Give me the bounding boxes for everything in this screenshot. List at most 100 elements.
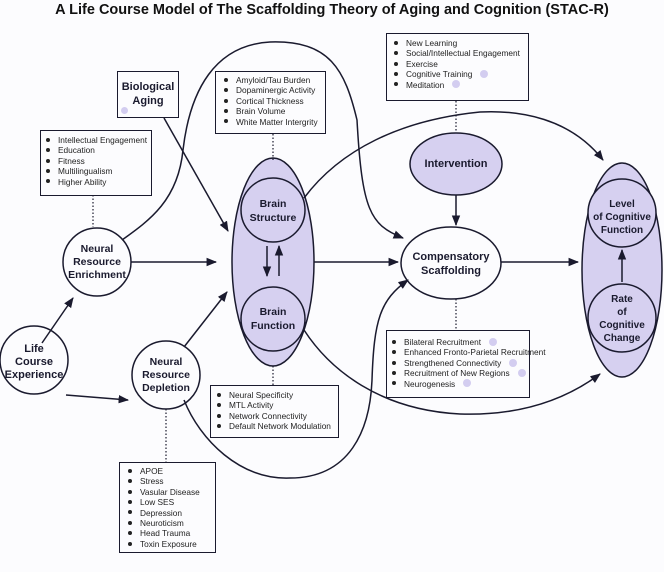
marker-dot-icon bbox=[509, 358, 518, 367]
list-item-text: Dopaminergic Activity bbox=[236, 85, 316, 96]
list-item-text: Strengthened Connectivity bbox=[404, 357, 502, 368]
bullet-icon bbox=[46, 158, 50, 163]
list-item-text: Network Connectivity bbox=[229, 410, 307, 421]
marker-dot-icon bbox=[452, 80, 461, 89]
list-item-text: APOE bbox=[140, 466, 164, 476]
list-item: Toxin Exposure bbox=[128, 539, 211, 549]
node-label: Depletion bbox=[142, 382, 190, 394]
bullet-icon bbox=[46, 169, 50, 174]
brain-function-circle bbox=[240, 286, 306, 352]
bullet-icon bbox=[392, 350, 396, 355]
bullet-icon bbox=[224, 77, 228, 82]
list-item: Intellectual Engagement bbox=[46, 135, 147, 145]
list-item: Cortical Thickness bbox=[224, 96, 321, 106]
bullet-icon bbox=[394, 72, 398, 77]
marker-dot-icon bbox=[463, 379, 472, 388]
list-item: Stress bbox=[128, 476, 211, 486]
node-label: Intervention bbox=[424, 158, 488, 170]
list-item: Low SES bbox=[128, 497, 211, 507]
bullet-icon bbox=[394, 51, 398, 56]
node-label: Resource bbox=[73, 256, 121, 268]
bullet-icon bbox=[128, 531, 132, 536]
node-label: Neural bbox=[80, 243, 114, 255]
list-item: Strengthened Connectivity bbox=[392, 358, 527, 368]
bullet-icon bbox=[392, 360, 396, 365]
bullet-icon bbox=[224, 98, 228, 103]
arrow-depletion-to-brain bbox=[183, 291, 228, 348]
list-item-text: Higher Ability bbox=[58, 176, 107, 187]
bullet-icon bbox=[224, 119, 228, 124]
arrow-life-to-enrichment bbox=[41, 297, 74, 344]
list-item: Dopaminergic Activity bbox=[224, 85, 321, 95]
list-item-text: Bilateral Recruitment bbox=[404, 337, 482, 347]
bullet-icon bbox=[394, 61, 398, 66]
list-item: Brain Volume bbox=[224, 106, 321, 116]
bullet-icon bbox=[128, 468, 132, 473]
node-label: Brain bbox=[259, 306, 287, 318]
arc-enrichment-to-compensatory bbox=[121, 41, 404, 241]
node-label: Course bbox=[15, 356, 53, 368]
bullet-icon bbox=[392, 339, 396, 344]
list-item-text: Brain Volume bbox=[236, 106, 286, 117]
bullet-icon bbox=[224, 109, 228, 114]
level-cognitive-circle bbox=[587, 178, 657, 248]
node-label: Function bbox=[250, 320, 296, 332]
node-label: Neural bbox=[149, 356, 183, 368]
list-item: Default Network Modulation bbox=[217, 421, 334, 431]
rate-cognitive-circle bbox=[587, 283, 657, 353]
list-item-text: Neural Specificity bbox=[229, 390, 294, 400]
arc-function-to-cognition bbox=[303, 329, 601, 415]
list-item: Neural Specificity bbox=[217, 390, 334, 400]
bullet-icon bbox=[394, 40, 398, 45]
list-item-text: Stress bbox=[140, 476, 164, 487]
node-label: Experience bbox=[4, 369, 64, 381]
bullet-icon bbox=[128, 489, 132, 494]
list-item-text: Depression bbox=[140, 507, 182, 518]
node-label-text: Aging bbox=[132, 95, 164, 107]
marker-dot-icon bbox=[517, 369, 526, 378]
list-item-text: Neurogenesis bbox=[404, 378, 456, 389]
bullet-icon bbox=[217, 424, 221, 429]
list-item-text: Default Network Modulation bbox=[229, 421, 331, 432]
node-label: Rate bbox=[611, 294, 633, 305]
list-item: New Learning bbox=[394, 38, 524, 48]
bullet-icon bbox=[128, 479, 132, 484]
node-label: Cognitive bbox=[599, 320, 645, 331]
list-item-text: Education bbox=[58, 145, 95, 156]
arrow-life-to-depletion bbox=[65, 394, 130, 404]
node-label: Biological bbox=[121, 81, 175, 93]
list-item: Neuroticism bbox=[128, 518, 211, 528]
node-label: Compensatory bbox=[412, 251, 490, 263]
list-item: Fitness bbox=[46, 156, 147, 166]
node-label: Change bbox=[603, 333, 641, 344]
brain-structure-circle bbox=[240, 177, 306, 243]
list-item: Depression bbox=[128, 508, 211, 518]
node-label: Level bbox=[609, 199, 635, 210]
list-item: Social/Intellectual Engagement bbox=[394, 48, 524, 58]
list-item: Multilingualism bbox=[46, 166, 147, 176]
bullet-icon bbox=[46, 179, 50, 184]
list-item-text: Intellectual Engagement bbox=[58, 135, 148, 145]
node-label: Scaffolding bbox=[421, 265, 481, 277]
arrow-bioaging-to-brain bbox=[163, 117, 229, 232]
life-course-node: Life Course Experience bbox=[0, 343, 68, 382]
bullet-icon bbox=[394, 82, 398, 87]
arc-structure-to-cognition bbox=[303, 110, 604, 199]
list-item-text: Meditation bbox=[406, 79, 445, 90]
list-item-text: Enhanced Fronto-Parietal Recruitment bbox=[404, 347, 546, 358]
list-item-text: Amyloid/Tau Burden bbox=[236, 75, 311, 85]
rate-cognitive-node: Rate of Cognitive Change bbox=[587, 293, 657, 345]
arc-depletion-to-compensatory bbox=[183, 279, 409, 479]
bullet-icon bbox=[392, 371, 396, 376]
bullet-icon bbox=[128, 500, 132, 505]
list-item: Amyloid/Tau Burden bbox=[224, 75, 321, 85]
